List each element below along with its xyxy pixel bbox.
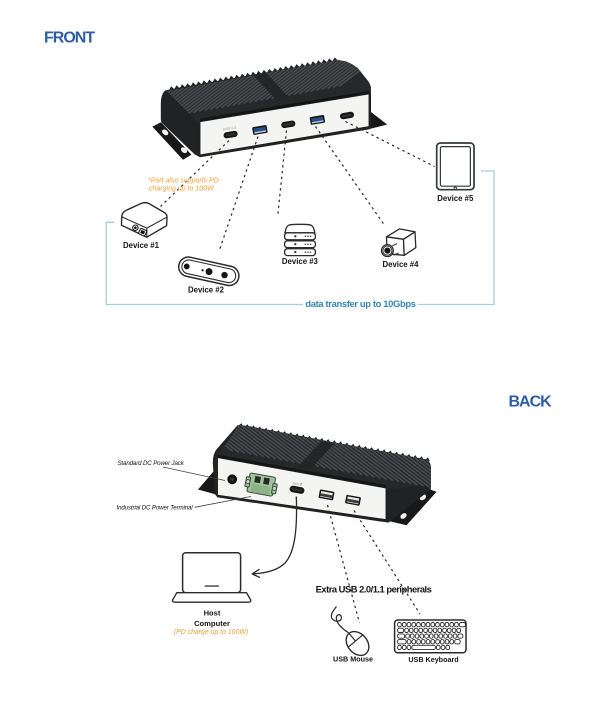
svg-text:HOST: HOST [292,481,301,486]
svg-text:Device #2: Device #2 [188,285,225,294]
svg-text:(USB 3.2): (USB 3.2) [223,125,237,131]
svg-text:Industrial DC Power Terminal: Industrial DC Power Terminal [117,504,194,511]
svg-text:Device #4: Device #4 [383,260,420,269]
svg-text:USB Mouse: USB Mouse [333,655,373,664]
svg-text:Host: Host [204,609,221,618]
svg-text:Device #5: Device #5 [437,194,474,203]
svg-text:Device #3: Device #3 [282,257,319,266]
svg-text:FRONT: FRONT [44,30,95,47]
svg-text:(PD charge up to 100W): (PD charge up to 100W) [174,629,248,636]
svg-text:USB Keyboard: USB Keyboard [408,655,458,664]
svg-text:BACK: BACK [509,393,553,410]
svg-text:Computer: Computer [194,619,230,628]
svg-text:charging up to 100W: charging up to 100W [149,185,215,192]
svg-text:Device #1: Device #1 [123,241,160,250]
svg-text:Standard DC Power Jack: Standard DC Power Jack [118,460,185,467]
svg-text:Extra USB 2.0/1.1 peripherals: Extra USB 2.0/1.1 peripherals [316,584,432,595]
svg-text:data transfer up to 10Gbps: data transfer up to 10Gbps [305,298,415,309]
svg-text:*Port also supports PD: *Port also supports PD [148,178,219,185]
